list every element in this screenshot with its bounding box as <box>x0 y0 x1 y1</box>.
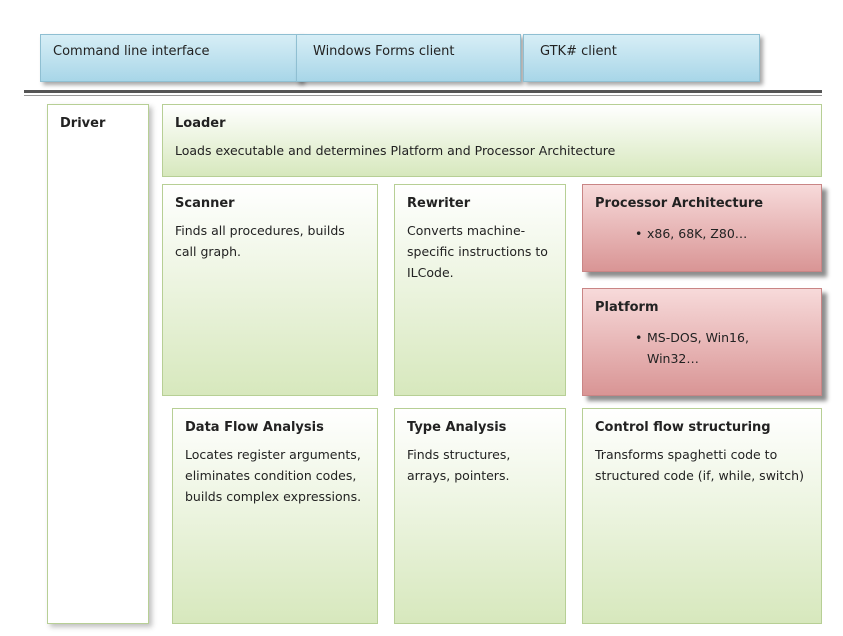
rewriter-description: Converts machine-specific instructions t… <box>407 223 548 280</box>
windows-forms-client-label: Windows Forms client <box>313 44 455 59</box>
processor-architecture-title: Processor Architecture <box>595 196 764 211</box>
windows-forms-client-box: Windows Forms client <box>296 34 521 82</box>
platform-item: MS-DOS, Win16, Win32… <box>595 327 757 369</box>
scanner-box: Scanner Finds all procedures, builds cal… <box>162 184 378 396</box>
processor-architecture-item: x86, 68K, Z80… <box>595 223 809 244</box>
platform-list: MS-DOS, Win16, Win32… <box>595 327 749 369</box>
platform-title: Platform <box>595 300 659 315</box>
control-flow-structuring-box: Control flow structuring Transforms spag… <box>582 408 822 624</box>
scanner-title: Scanner <box>175 196 235 211</box>
processor-architecture-list: x86, 68K, Z80… <box>595 223 809 244</box>
data-flow-analysis-description: Locates register arguments, eliminates c… <box>185 447 362 504</box>
rewriter-title: Rewriter <box>407 196 471 211</box>
data-flow-analysis-title: Data Flow Analysis <box>185 420 324 435</box>
loader-title: Loader <box>175 116 226 131</box>
scanner-description: Finds all procedures, builds call graph. <box>175 223 345 259</box>
data-flow-analysis-box: Data Flow Analysis Locates register argu… <box>172 408 378 624</box>
layer-separator-shadow <box>24 95 822 96</box>
control-flow-structuring-title: Control flow structuring <box>595 420 771 435</box>
layer-separator <box>24 90 822 93</box>
gtk-client-label: GTK# client <box>540 44 617 59</box>
loader-description: Loads executable and determines Platform… <box>175 143 616 158</box>
command-line-interface-box: Command line interface <box>40 34 302 82</box>
platform-box: Platform MS-DOS, Win16, Win32… <box>582 288 822 396</box>
type-analysis-box: Type Analysis Finds structures, arrays, … <box>394 408 566 624</box>
loader-box: Loader Loads executable and determines P… <box>162 104 822 177</box>
command-line-interface-label: Command line interface <box>53 44 210 59</box>
processor-architecture-box: Processor Architecture x86, 68K, Z80… <box>582 184 822 272</box>
rewriter-box: Rewriter Converts machine-specific instr… <box>394 184 566 396</box>
type-analysis-description: Finds structures, arrays, pointers. <box>407 447 511 483</box>
control-flow-structuring-description: Transforms spaghetti code to structured … <box>595 447 804 483</box>
driver-box: Driver <box>47 104 149 624</box>
type-analysis-title: Type Analysis <box>407 420 507 435</box>
gtk-client-box: GTK# client <box>523 34 760 82</box>
driver-title: Driver <box>60 116 106 131</box>
